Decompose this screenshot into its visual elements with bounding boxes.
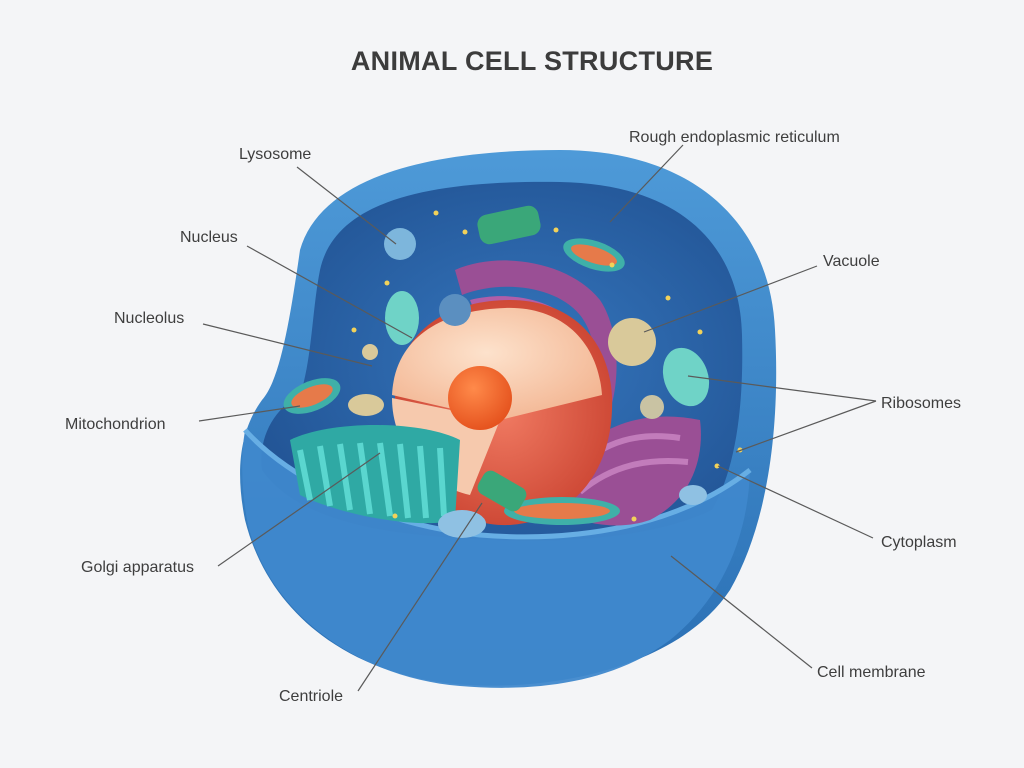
label-nucleus: Nucleus <box>180 229 238 246</box>
label-ribosomes: Ribosomes <box>881 395 962 412</box>
label-rough-er: Rough endoplasmic reticulum <box>629 129 840 146</box>
label-cytoplasm: Cytoplasm <box>881 534 957 551</box>
centriole-shape <box>477 470 527 512</box>
nucleolus-shape <box>448 366 512 430</box>
label-lysosome: Lysosome <box>239 146 312 163</box>
vesicle-green-right <box>662 347 710 407</box>
mitochondrion-shape-bottom <box>504 497 620 525</box>
diagram-title: ANIMAL CELL STRUCTURE <box>350 46 714 76</box>
lysosome-shape <box>384 228 416 260</box>
label-cell-membrane: Cell membrane <box>817 664 926 681</box>
ribosome-dots <box>351 210 743 522</box>
label-centriole: Centriole <box>279 688 344 705</box>
mitochondrion-shape-top <box>563 238 625 272</box>
golgi-shape <box>290 425 460 524</box>
vesicle-green-left <box>385 291 419 345</box>
centriole-shape-top <box>477 205 541 245</box>
membrane-front-rim <box>242 430 750 688</box>
vesicle-tan <box>348 394 384 416</box>
label-nucleolus: Nucleolus <box>114 310 185 327</box>
label-vacuole: Vacuole <box>823 253 880 270</box>
label-mitochondrion: Mitochondrion <box>65 416 166 433</box>
leader-lines <box>198 144 877 692</box>
vacuole-shape <box>608 318 656 366</box>
vesicle-blue <box>438 510 486 538</box>
mitochondrion-shape-left <box>283 378 341 414</box>
label-golgi-apparatus: Golgi apparatus <box>81 559 194 576</box>
